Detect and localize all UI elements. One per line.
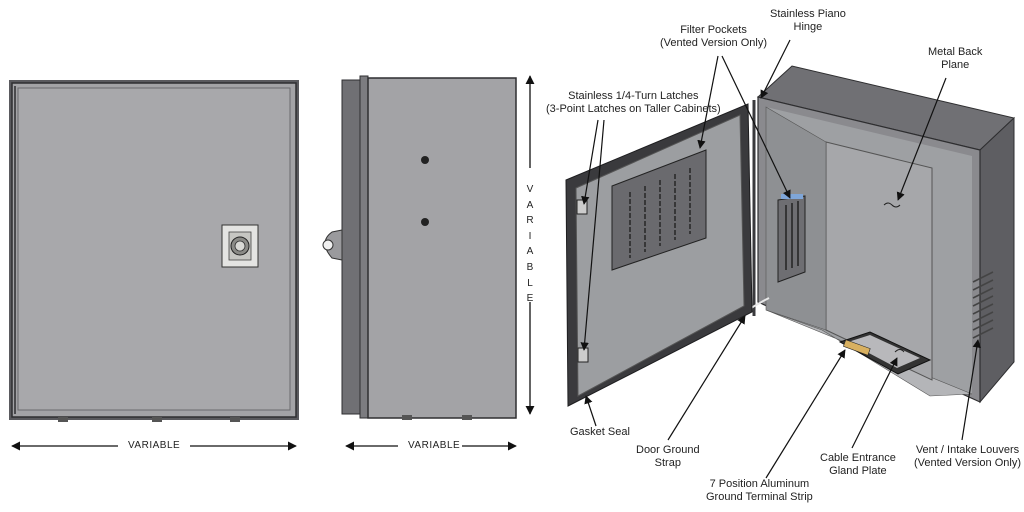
vent-louvers bbox=[972, 271, 994, 339]
callout-louvers: Vent / Intake Louvers (Vented Version On… bbox=[914, 444, 1021, 470]
front-view-cabinet bbox=[9, 80, 299, 422]
callout-line: Metal Back bbox=[928, 46, 983, 58]
callout-line: (Vented Version Only) bbox=[660, 37, 768, 49]
callout-door-ground-strap: Door Ground Strap bbox=[636, 444, 700, 470]
callout-line: Stainless Piano bbox=[770, 8, 846, 20]
callout-gasket-seal: Gasket Seal bbox=[570, 426, 630, 439]
open-cabinet bbox=[565, 65, 1016, 407]
callout-line: Cable Entrance bbox=[820, 452, 896, 464]
height-label-letter: B bbox=[526, 261, 534, 273]
callout-line: Hinge bbox=[793, 21, 823, 33]
door-latch-lower bbox=[577, 347, 589, 363]
front-latch-icon bbox=[221, 224, 259, 268]
callout-line: Plane bbox=[941, 59, 970, 71]
height-label-letter: L bbox=[527, 277, 533, 289]
leader-lines bbox=[580, 39, 981, 479]
callout-line: 7 Position Aluminum bbox=[709, 478, 810, 490]
callout-terminal-strip: 7 Position Aluminum Ground Terminal Stri… bbox=[706, 478, 813, 504]
height-label-letter: I bbox=[528, 230, 532, 242]
side-depth-label: VARIABLE bbox=[408, 440, 461, 451]
callout-line: Stainless 1/4-Turn Latches bbox=[568, 90, 699, 102]
callout-line: Gland Plate bbox=[829, 465, 887, 477]
front-width-label: VARIABLE bbox=[128, 440, 181, 451]
callout-line: (Vented Version Only) bbox=[914, 457, 1022, 469]
callout-piano-hinge: Stainless Piano Hinge bbox=[770, 8, 846, 34]
height-label-letter: R bbox=[526, 215, 534, 227]
callout-line: Ground Terminal Strip bbox=[706, 491, 813, 503]
height-label-letter: A bbox=[526, 246, 534, 258]
callout-line: Vent / Intake Louvers bbox=[915, 444, 1020, 456]
callout-line: (3-Point Latches on Taller Cabinets) bbox=[546, 103, 721, 115]
side-view-cabinet bbox=[322, 75, 517, 420]
door-latch-upper bbox=[576, 199, 588, 215]
height-label-letter: A bbox=[526, 199, 534, 211]
callout-line: Filter Pockets bbox=[680, 24, 747, 36]
callout-gland-plate: Cable Entrance Gland Plate bbox=[820, 452, 896, 478]
callout-line: Strap bbox=[654, 457, 681, 469]
door-filter-pocket bbox=[611, 149, 707, 271]
height-label-letter: E bbox=[526, 293, 534, 305]
callout-line: Door Ground bbox=[636, 444, 700, 456]
callout-filter-pockets: Filter Pockets (Vented Version Only) bbox=[660, 24, 767, 50]
gland-plate bbox=[838, 331, 932, 375]
callout-latches: Stainless 1/4-Turn Latches (3-Point Latc… bbox=[546, 90, 721, 116]
right-filter-pocket bbox=[777, 194, 806, 283]
callout-line: Gasket Seal bbox=[570, 426, 630, 438]
height-label-letter: V bbox=[526, 184, 534, 195]
front-bottom-bumps bbox=[58, 417, 240, 422]
callout-back-plane: Metal Back Plane bbox=[928, 46, 982, 72]
